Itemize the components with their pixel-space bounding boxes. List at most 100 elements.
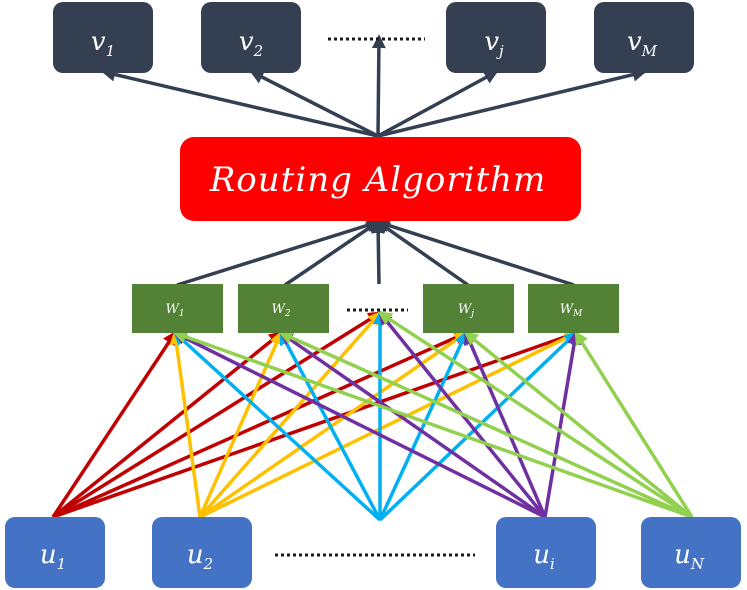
u1-to-weight-arrow — [52, 331, 469, 519]
input-sub: N — [690, 555, 705, 573]
input-sub: 1 — [57, 555, 67, 573]
svg-text:ui: ui — [533, 540, 555, 573]
output-box — [594, 2, 694, 73]
input-var: u — [187, 540, 204, 570]
uN-to-weight-arrow — [278, 331, 693, 519]
output-node-vj: vj — [446, 2, 546, 73]
weight-var: W — [165, 302, 180, 317]
output-nodes: v1 v2 vj vM — [53, 2, 694, 73]
output-box — [53, 2, 153, 73]
u2-to-weight-arrow — [198, 330, 283, 518]
input-box — [641, 517, 741, 588]
ellipsis-lines — [275, 37, 475, 557]
weight-box — [132, 284, 223, 333]
input-var: u — [533, 540, 550, 570]
weight-var: W — [560, 302, 575, 317]
routing-to-output-arrow — [249, 70, 379, 138]
u1-to-weight-arrow — [52, 311, 383, 519]
weight-sub: M — [572, 309, 583, 319]
input-node-u2: u2 — [152, 517, 252, 588]
input-box — [496, 517, 596, 588]
output-var: v — [239, 27, 254, 57]
output-sub: 2 — [253, 42, 264, 60]
ui-to-weight-arrow — [172, 331, 546, 519]
output-node-vM: vM — [594, 2, 694, 73]
output-box — [446, 2, 546, 73]
routing-algorithm-node: Routing Algorithm — [180, 137, 581, 221]
input-node-u1: u1 — [5, 517, 105, 588]
routing-to-output-arrow — [371, 34, 386, 137]
weight-node-w1: W1 — [132, 284, 223, 333]
input-node-ui: ui — [496, 517, 596, 588]
output-node-v1: v1 — [53, 2, 153, 73]
output-node-v2: v2 — [201, 2, 301, 73]
weight-nodes: W1 W2 Wj WM — [132, 284, 619, 333]
weight-node-wj: Wj — [423, 284, 514, 333]
input-nodes: u1 u2 ui uN — [5, 517, 741, 588]
ellipsis-to-weight-arrow — [378, 331, 579, 522]
weight-to-routing-arrow — [375, 218, 575, 287]
weight-var: W — [458, 302, 473, 317]
svg-text:vj: vj — [484, 27, 504, 60]
output-box — [201, 2, 301, 73]
output-var: v — [484, 27, 499, 57]
weight-sub: 2 — [284, 309, 291, 319]
uN-to-weight-arrow — [377, 311, 693, 519]
input-sub: i — [550, 555, 555, 573]
output-sub: M — [641, 42, 658, 60]
output-var: v — [627, 27, 642, 57]
svg-text:W1: W1 — [165, 302, 184, 319]
svg-text:v2: v2 — [239, 27, 263, 60]
input-var: u — [40, 540, 57, 570]
weight-box — [238, 284, 329, 333]
svg-text:uN: uN — [674, 540, 705, 573]
u1-to-weight-arrow — [52, 330, 579, 519]
input-box — [152, 517, 252, 588]
svg-text:v1: v1 — [91, 27, 115, 60]
u2-to-weight-arrow — [169, 330, 202, 518]
input-sub: 2 — [203, 555, 214, 573]
routing-to-output-arrow — [377, 70, 499, 138]
svg-text:W2: W2 — [271, 302, 290, 319]
weight-sub: 1 — [179, 309, 185, 319]
input-box — [5, 517, 105, 588]
ui-to-weight-arrow — [543, 330, 582, 518]
u1-to-weight-arrow — [51, 330, 177, 518]
weight-sub: j — [469, 309, 474, 319]
svg-text:u2: u2 — [187, 540, 213, 573]
weight-box — [423, 284, 514, 333]
weight-to-routing-arrow — [284, 220, 381, 287]
svg-text:vM: vM — [627, 27, 658, 60]
u2-to-weight-arrow — [199, 331, 579, 519]
output-sub: 1 — [106, 42, 116, 60]
weight-to-routing-arrow — [371, 219, 386, 285]
u2-to-weight-arrow — [198, 310, 382, 519]
ui-to-weight-arrow — [463, 330, 547, 518]
input-var: u — [674, 540, 691, 570]
ellipsis-to-weight-arrow — [172, 331, 382, 522]
input-node-uN: uN — [641, 517, 741, 588]
routing-to-output-arrow — [101, 67, 379, 138]
routing-to-output-arrow — [377, 67, 647, 138]
ui-to-weight-arrow — [278, 331, 547, 519]
arrow-layer — [51, 34, 694, 522]
ellipsis-to-weight-arrow — [279, 330, 382, 521]
weight-var: W — [271, 302, 286, 317]
svg-text:Wj: Wj — [458, 302, 474, 319]
output-var: v — [91, 27, 106, 57]
weight-to-routing-arrow — [375, 220, 470, 287]
svg-text:WM: WM — [560, 302, 583, 319]
u1-to-weight-arrow — [51, 331, 284, 519]
routing-label: Routing Algorithm — [209, 160, 547, 200]
uN-to-weight-arrow — [574, 330, 694, 518]
svg-text:u1: u1 — [40, 540, 66, 573]
weight-node-wM: WM — [528, 284, 619, 333]
output-sub: j — [496, 42, 504, 60]
uN-to-weight-arrow — [463, 331, 694, 519]
routing-box — [180, 137, 581, 221]
weight-to-routing-arrow — [176, 218, 381, 287]
weight-box — [528, 284, 619, 333]
ellipsis-to-weight-arrow — [378, 330, 468, 521]
weight-node-w2: W2 — [238, 284, 329, 333]
